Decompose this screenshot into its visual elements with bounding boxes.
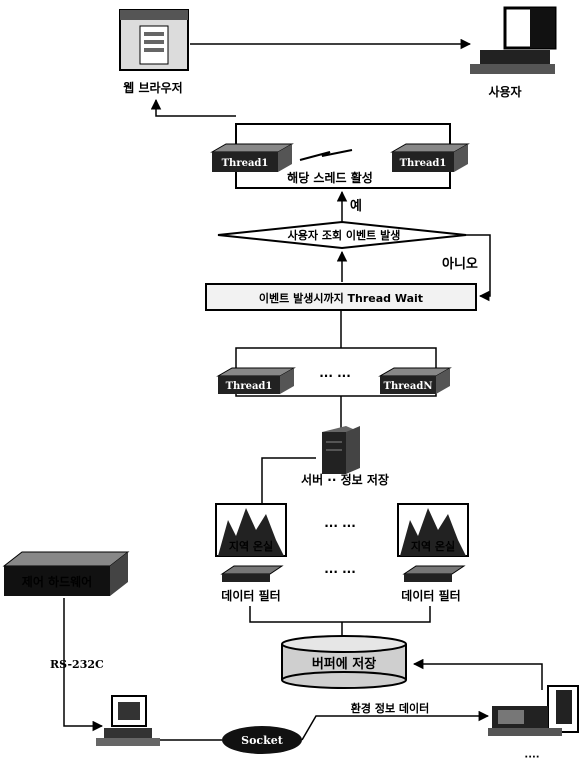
- yes-label: 예: [350, 198, 362, 214]
- no-loop-line: [466, 234, 491, 302]
- remote-server-icon: [488, 685, 579, 736]
- activate-thread-label: 해당 스레드 활성: [287, 170, 373, 185]
- thread-to-browser-arrow: [150, 98, 236, 117]
- buffer-database-icon: [281, 635, 407, 689]
- data-filter-right-label: 데이터 필터: [401, 588, 460, 603]
- socket-label: Socket: [241, 734, 284, 747]
- lightning-icon: [299, 149, 353, 161]
- thread-wait-box: [205, 283, 477, 311]
- data-filter-left-icon: [220, 565, 284, 582]
- thread1-label-right: Thread1: [400, 158, 447, 169]
- data-filter-right-icon: [402, 565, 466, 582]
- socket-node: [222, 726, 302, 754]
- user-computer-icon: [470, 6, 557, 74]
- control-hardware-icon: [2, 551, 130, 596]
- pool-thread1-label: Thread1: [226, 381, 273, 392]
- thread-wait-label: 이벤트 발생시까지 Thread Wait: [259, 291, 423, 305]
- filter-bracket: [249, 606, 431, 623]
- control-hw-label: 제어 하드웨어: [22, 574, 92, 589]
- rs232c-label: RS-232C: [50, 658, 104, 671]
- env-data-label: 환경 정보 데이터: [351, 701, 430, 715]
- pc-to-buffer-arrow: [412, 658, 543, 690]
- region-sensor-left-icon: [215, 503, 287, 557]
- pool-threadN-switch: [378, 367, 452, 394]
- buffer-store-label: 버퍼에 저장: [312, 656, 376, 672]
- server-tower-icon: [322, 426, 360, 474]
- user-label: 사용자: [488, 84, 521, 99]
- pool-dots: ··· ···: [319, 369, 351, 383]
- region-sensor-right-icon: [397, 503, 469, 557]
- pool-threadN-label: ThreadN: [384, 381, 433, 392]
- bottom-dots: ····: [524, 752, 539, 763]
- no-label: 아니오: [442, 256, 478, 272]
- region-dots: ··· ···: [324, 519, 356, 533]
- web-browser-label: 웹 브라우저: [123, 80, 182, 95]
- decision-label: 사용자 조회 이벤트 발생: [288, 228, 401, 242]
- local-pc-icon: [96, 695, 160, 746]
- thread1-label-left: Thread1: [222, 158, 269, 169]
- region-env-right-label: 지역 온실: [411, 539, 455, 553]
- rs232c-line: [63, 598, 104, 732]
- server-store-label: 서버 ·· 정보 저장: [301, 472, 389, 487]
- filter-dots: ··· ···: [324, 565, 356, 579]
- socket-to-server-arrow: [301, 710, 490, 741]
- pool-thread1-switch: [216, 367, 296, 394]
- region-bracket: [261, 457, 316, 514]
- data-filter-left-label: 데이터 필터: [221, 588, 280, 603]
- thread1-switch-left: [210, 143, 294, 172]
- region-env-left-label: 지역 온실: [229, 539, 273, 553]
- thread1-switch-right: [390, 143, 470, 172]
- web-browser-icon: [119, 9, 189, 71]
